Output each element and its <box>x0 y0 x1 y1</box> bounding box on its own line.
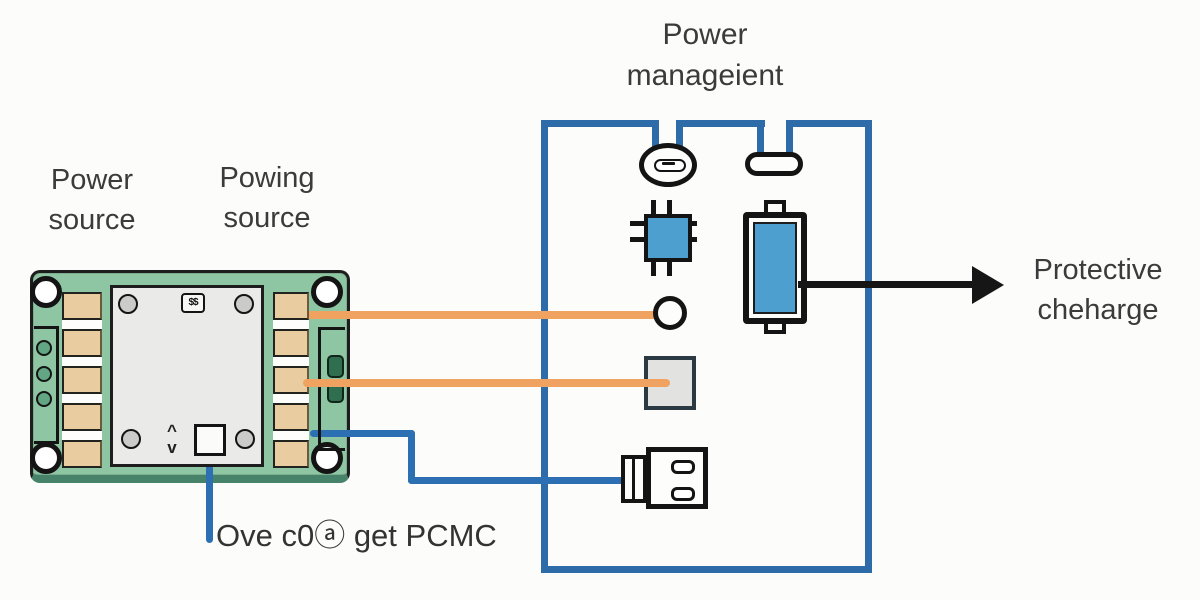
mount-hole-bottom-left <box>30 442 62 474</box>
fuse-marking <box>662 162 675 165</box>
output-arrow-line <box>798 281 980 288</box>
module-connector-square <box>194 424 226 456</box>
castellation-right-bottom <box>318 448 345 451</box>
solder-pad <box>62 403 102 431</box>
castellation-right-top <box>318 327 345 330</box>
solder-pad <box>62 292 102 320</box>
pm-box-top-2 <box>678 120 765 127</box>
wire-blue-module-drop <box>206 455 213 543</box>
mount-hole-bottom-right <box>311 442 343 474</box>
pm-stub-2 <box>676 120 683 154</box>
solder-pad <box>273 440 309 468</box>
battery-icon <box>743 212 807 324</box>
solder-pad <box>273 329 309 357</box>
via-circle-2 <box>36 366 52 382</box>
chip-pins-left <box>630 221 645 252</box>
chevron-down-icon: v <box>167 438 177 457</box>
module-marking-icon: $$ <box>181 293 205 313</box>
via-circle-3 <box>36 391 52 407</box>
mount-hole-top-left <box>30 276 62 308</box>
via-circle-1 <box>36 340 52 356</box>
solder-pad <box>273 292 309 320</box>
fuse-inner-pill <box>654 159 686 172</box>
output-arrow-head <box>972 266 1004 304</box>
pm-box-right <box>865 120 872 573</box>
wire-orange-top <box>303 311 660 319</box>
chip-icon <box>644 214 692 262</box>
usb-slot-top <box>671 460 695 474</box>
castellation-left-top <box>34 326 58 329</box>
solder-pad <box>62 366 102 394</box>
module-pin-circle-bl <box>121 429 141 449</box>
pm-box-left <box>541 120 548 573</box>
battery-cell <box>753 222 797 314</box>
chip-pins-bottom <box>651 261 682 276</box>
pm-box-top-3 <box>788 120 872 127</box>
module-pin-circle-tr <box>234 294 254 314</box>
power-management-title: Power manageient <box>626 18 784 93</box>
capacitor-pill-icon <box>745 152 803 176</box>
bottom-caption: Ove c0ⓐ get PCMC <box>216 518 497 553</box>
usb-plug-icon <box>621 455 647 503</box>
mount-hole-top-right <box>311 276 343 308</box>
pm-stub-4 <box>786 120 793 162</box>
usb-plug-divider <box>632 459 635 499</box>
protective-charge-label: Protective cheharge <box>1033 254 1163 327</box>
wire-orange-bottom <box>303 379 670 387</box>
pm-box-top-1 <box>541 120 659 127</box>
edge-pad-1 <box>327 355 344 378</box>
chip-pins-top <box>651 200 682 215</box>
pm-box-bottom <box>541 566 872 573</box>
module-pin-circle-br <box>235 429 255 449</box>
module-pin-circle-tl <box>118 294 138 314</box>
solder-pad <box>62 440 102 468</box>
terminal-circle-icon <box>653 296 687 330</box>
chevron-up-icon: ^ <box>167 421 177 440</box>
pm-stub-3 <box>757 120 764 162</box>
powing-source-label: Powing source <box>219 162 315 235</box>
wire-blue-vertical <box>408 430 415 484</box>
pm-stub-1 <box>652 120 659 152</box>
castellation-right-side <box>318 327 321 451</box>
power-source-label: Power source <box>48 164 136 237</box>
solder-pad <box>273 403 309 431</box>
castellation-left-bottom <box>34 441 58 444</box>
usb-connector-icon <box>646 447 708 509</box>
castellation-left-side <box>56 326 59 444</box>
solder-pad <box>62 329 102 357</box>
usb-slot-bottom <box>671 487 695 501</box>
pad-column-left <box>62 292 102 468</box>
wire-blue-horizontal-2 <box>408 477 624 484</box>
wire-blue-horizontal-1 <box>310 430 415 437</box>
